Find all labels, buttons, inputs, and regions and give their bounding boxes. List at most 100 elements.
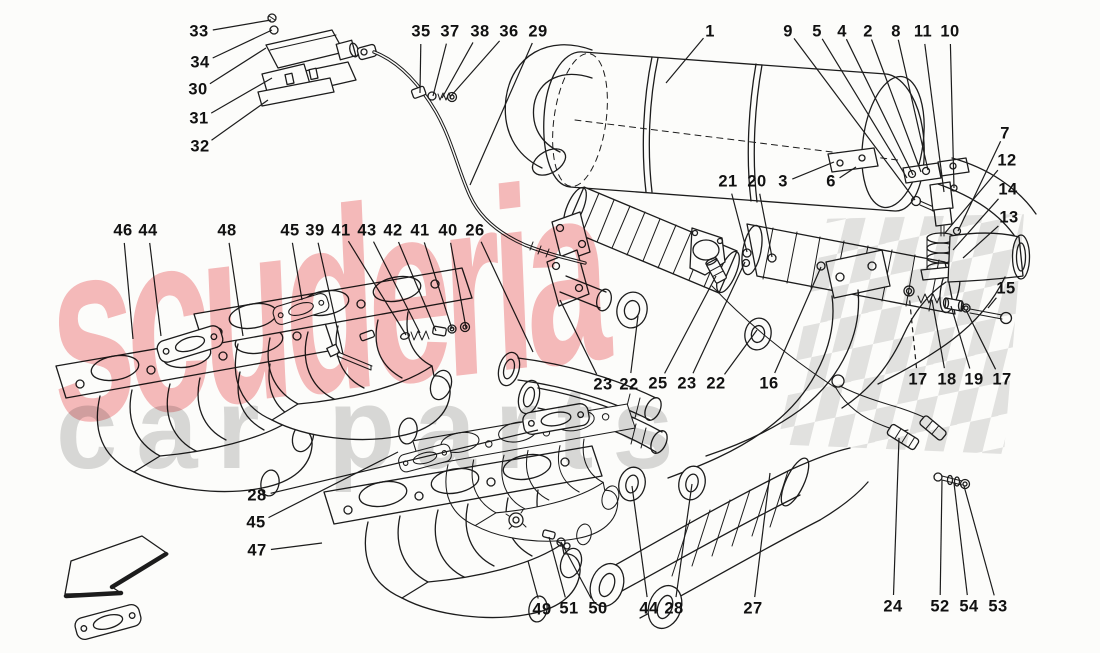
leader-line-5 (821, 38, 908, 179)
callout-36: 36 (499, 22, 519, 41)
leader-line-41 (347, 240, 407, 336)
callout-51: 51 (559, 599, 579, 618)
ring-seal (616, 291, 772, 351)
leader-line-34 (212, 29, 273, 59)
callout-28: 28 (247, 486, 267, 505)
leader-line-7 (957, 140, 1002, 232)
leader-line-19 (950, 305, 971, 369)
callout-13: 13 (999, 208, 1019, 227)
callout-49: 49 (532, 600, 552, 619)
callout-30: 30 (188, 80, 208, 99)
callout-24: 24 (883, 597, 903, 616)
leader-line-44 (631, 485, 648, 598)
callout-41: 41 (410, 221, 430, 240)
callout-28: 28 (664, 599, 684, 618)
callout-29: 29 (528, 22, 548, 41)
callout-48: 48 (217, 221, 237, 240)
leader-line-20 (759, 193, 773, 258)
callout-35: 35 (411, 22, 431, 41)
callout-23: 23 (593, 375, 613, 394)
leader-line-52 (939, 479, 943, 596)
leader-line-47 (270, 542, 323, 551)
callout-32: 32 (190, 137, 210, 156)
leader-line-6 (839, 166, 857, 179)
leader-line-31 (210, 77, 273, 114)
callout-15: 15 (996, 279, 1016, 298)
leader-line-17 (965, 309, 997, 370)
callout-38: 38 (470, 22, 490, 41)
callout-31: 31 (189, 109, 209, 128)
callout-46: 46 (113, 221, 133, 240)
callout-22: 22 (706, 374, 726, 393)
leader-line-42 (397, 241, 437, 332)
callout-14: 14 (998, 180, 1018, 199)
leader-line-23 (692, 261, 746, 374)
leader-line-17 (908, 293, 918, 369)
callout-34: 34 (190, 53, 210, 72)
leader-line-29 (469, 42, 533, 186)
callout-5: 5 (812, 22, 822, 41)
callout-12: 12 (997, 151, 1017, 170)
callout-11: 11 (913, 22, 933, 41)
leader-line-50 (560, 541, 592, 599)
leader-line-27 (754, 472, 771, 598)
leader-line-22 (724, 329, 758, 375)
callout-43: 43 (357, 221, 377, 240)
callout-42: 42 (383, 221, 403, 240)
callout-6: 6 (826, 172, 836, 191)
callout-3: 3 (778, 172, 788, 191)
leader-line-2 (870, 39, 922, 173)
leader-line-28 (270, 429, 539, 494)
leader-line-32 (211, 99, 269, 141)
callout-52: 52 (930, 597, 950, 616)
callout-54: 54 (959, 597, 979, 616)
leader-line-49 (527, 560, 539, 599)
flanged-pipe-stub (546, 249, 612, 312)
leader-line-24 (892, 437, 900, 596)
leader-line-43 (372, 241, 421, 334)
callout-41: 41 (331, 221, 351, 240)
leader-line-26 (480, 241, 534, 353)
leader-line-1 (665, 37, 704, 84)
callout-37: 37 (440, 22, 460, 41)
leader-line-15 (987, 297, 997, 309)
twin-inlet-pipes (497, 351, 668, 454)
leader-line-14 (952, 198, 999, 251)
leader-line-45 (268, 451, 399, 519)
leader-line-51 (548, 536, 566, 598)
leader-line-40 (450, 242, 467, 329)
leader-line-9 (793, 38, 916, 201)
callout-23: 23 (677, 374, 697, 393)
rear-silencer (504, 44, 925, 212)
leader-line-21 (731, 193, 748, 253)
callout-47: 47 (247, 541, 267, 560)
callout-45: 45 (246, 513, 266, 532)
leader-line-16 (774, 266, 822, 374)
leader-line-10 (949, 43, 955, 189)
direction-arrow (63, 535, 169, 599)
callout-18: 18 (937, 370, 957, 389)
leader-line-28 (675, 483, 693, 598)
leader-line-45 (291, 242, 303, 301)
leader-line-30 (209, 47, 267, 85)
leader-line-22 (630, 315, 639, 374)
leader-line-41 (423, 242, 453, 330)
callout-8: 8 (891, 22, 901, 41)
leader-line-38 (441, 42, 474, 99)
callout-17: 17 (908, 370, 928, 389)
callout-16: 16 (759, 374, 779, 393)
callout-44: 44 (639, 599, 659, 618)
leader-line-23 (559, 299, 598, 375)
callout-9: 9 (783, 22, 793, 41)
callout-22: 22 (619, 375, 639, 394)
leader-line-12 (944, 169, 999, 234)
callout-39: 39 (305, 221, 325, 240)
callout-17: 17 (992, 370, 1012, 389)
callout-7: 7 (1000, 124, 1010, 143)
leader-line-48 (228, 242, 244, 337)
callout-4: 4 (837, 22, 847, 41)
leader-line-4 (845, 38, 914, 176)
leader-line-44 (149, 242, 162, 337)
leader-line-11 (924, 43, 945, 193)
